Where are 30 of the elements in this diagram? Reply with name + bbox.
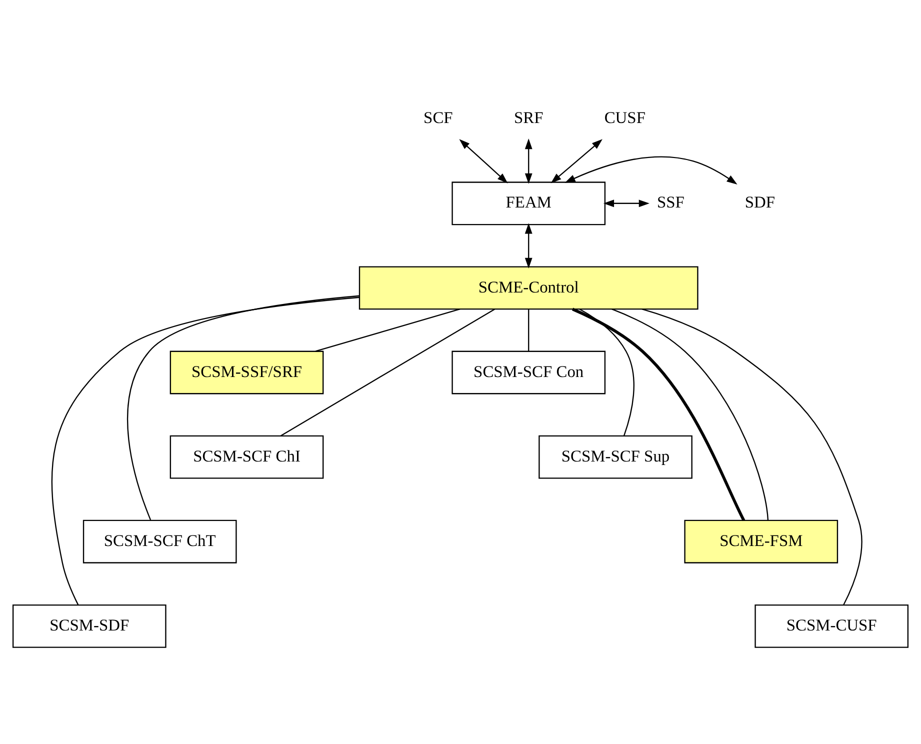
- node-text: SDF: [744, 192, 776, 212]
- node-box: SCME-FSM: [684, 519, 838, 563]
- node-box: SCSM-SCF ChI: [170, 434, 324, 478]
- node-text: SRF: [514, 108, 544, 127]
- arrow: [564, 156, 738, 184]
- arrow: [459, 138, 508, 183]
- connector: [572, 307, 746, 521]
- arrow: [550, 138, 602, 183]
- node-text: SSF: [656, 192, 684, 212]
- arrow: [524, 138, 532, 184]
- connector: [642, 308, 862, 604]
- connector: [280, 308, 495, 436]
- node-box: SCSM-SCF ChT: [82, 519, 237, 563]
- connector: [127, 294, 360, 520]
- node-box: SCSM-SCF Sup: [538, 434, 692, 478]
- arrow: [524, 222, 532, 268]
- node-box: SCME-Control: [358, 266, 698, 310]
- arrow: [603, 199, 650, 207]
- node-box: SCSM-SCF Con: [452, 350, 606, 394]
- connector: [51, 296, 360, 605]
- connector: [612, 308, 769, 520]
- node-box: FEAM: [452, 181, 606, 225]
- node-text: SCF: [424, 108, 453, 127]
- connector: [316, 308, 460, 352]
- connector: [528, 308, 530, 351]
- connector: [579, 308, 634, 436]
- node-box: SCSM-CUSF: [754, 604, 909, 648]
- node-box: SCSM-SDF: [12, 604, 166, 648]
- node-text: CUSF: [604, 108, 646, 127]
- node-box: SCSM-SSF/SRF: [170, 350, 324, 394]
